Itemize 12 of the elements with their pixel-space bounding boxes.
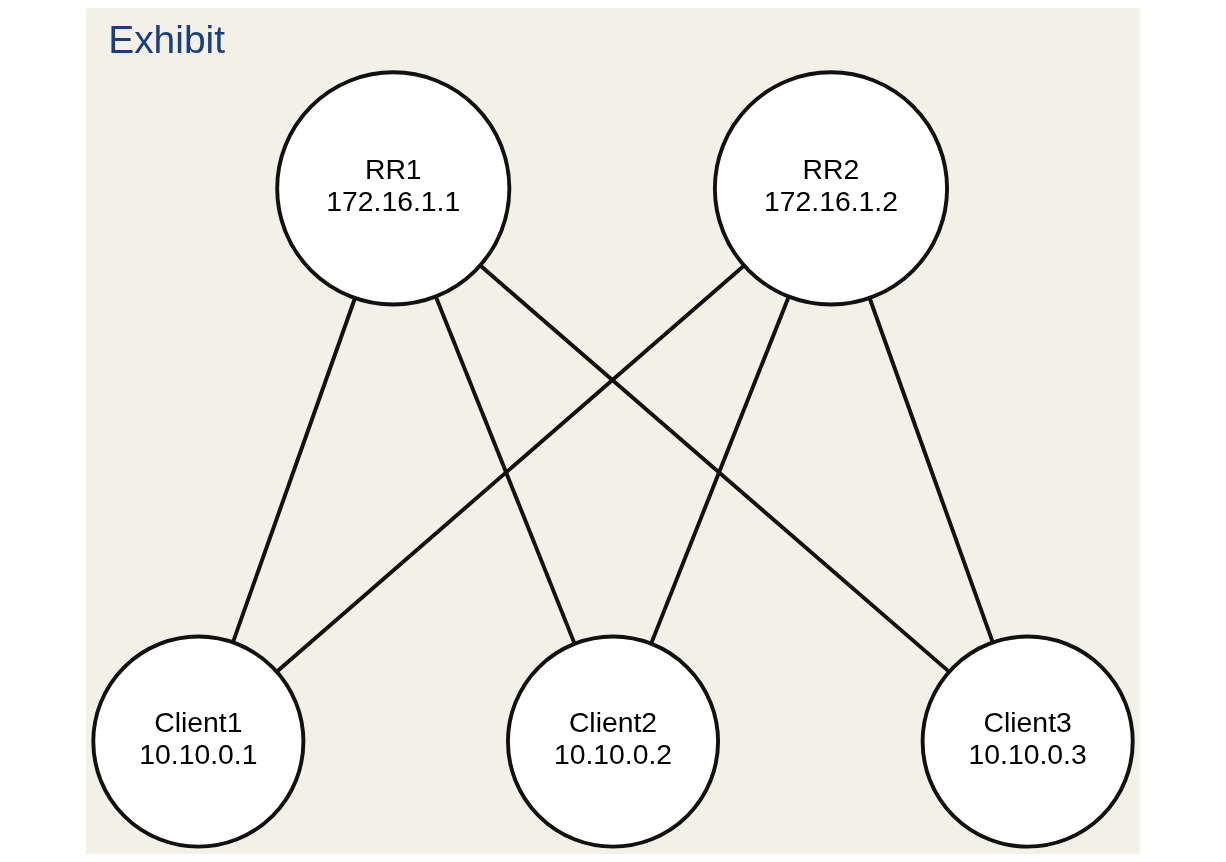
node-circle: Client3 10.10.0.3 [920,634,1135,849]
connector [649,296,791,645]
connector [231,298,357,643]
node-circle: Client1 10.10.0.1 [91,634,306,849]
node-circle: RR1 172.16.1.1 [275,70,512,307]
node-circle: RR2 172.16.1.2 [712,70,950,307]
connector [479,264,951,674]
diagram-title: Exhibit [108,18,226,62]
connector [434,296,577,645]
connector [868,298,995,643]
connector [276,264,745,673]
node-circle: Client2 10.10.0.2 [506,634,721,849]
